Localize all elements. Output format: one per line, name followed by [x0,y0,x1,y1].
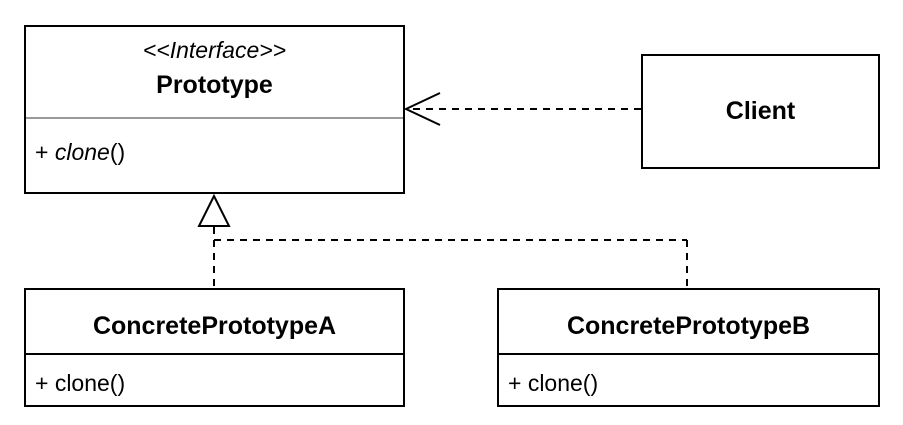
prototype-stereotype: <<Interface>> [142,37,287,63]
concrete-prototype-a-divider [26,353,403,355]
concrete-prototype-b-divider [499,353,878,355]
prototype-method-prefix: + [35,139,55,165]
client-class-name: Client [725,97,796,125]
concrete-prototype-a-box[interactable]: ConcretePrototypeA + clone() [24,288,405,407]
prototype-method-name: clone [54,139,110,165]
realization-triangle [197,193,231,227]
dependency-arrowhead [403,92,441,126]
prototype-method: + clone() [35,139,125,166]
prototype-class-name: Prototype [156,71,273,99]
concrete-prototype-a-name: ConcretePrototypeA [92,312,337,340]
prototype-class-box[interactable]: <<Interface>> Prototype + clone() [24,25,405,194]
concrete-prototype-b-name: ConcretePrototypeB [566,312,811,340]
concrete-prototype-a-method: + clone() [35,370,126,396]
client-class-box[interactable]: Client [641,54,880,169]
prototype-divider [26,117,403,119]
concrete-prototype-b-method: + clone() [508,370,599,396]
concrete-prototype-b-box[interactable]: ConcretePrototypeB + clone() [497,288,880,407]
prototype-method-suffix: () [109,139,126,165]
